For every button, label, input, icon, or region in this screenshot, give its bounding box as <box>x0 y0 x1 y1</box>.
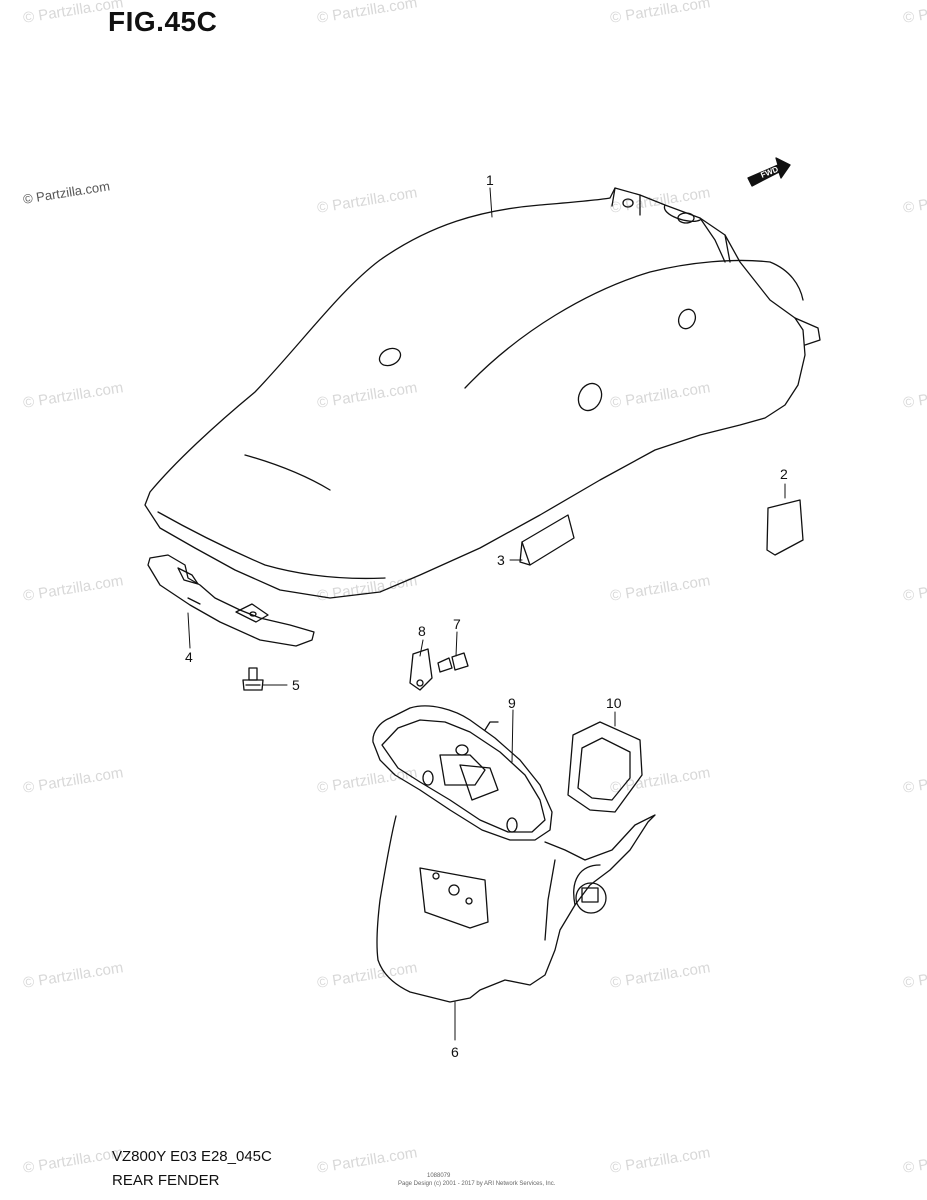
part-4-bracket <box>147 554 315 647</box>
part-label-1: 1 <box>486 172 494 188</box>
model-code: VZ800Y E03 E28_045C <box>112 1148 272 1165</box>
part-1-rear-fender <box>144 187 821 599</box>
part-2-pad <box>766 499 804 556</box>
part-10-grommet <box>567 721 643 813</box>
fwd-direction-arrow: FWD <box>747 157 791 187</box>
part-label-6: 6 <box>451 1044 459 1060</box>
part-8-clip-nut <box>409 648 433 691</box>
part-9-lamp-housing <box>372 705 553 841</box>
part-5-screw <box>242 667 264 691</box>
part-label-2: 2 <box>780 466 788 482</box>
credit-code: 1088079 <box>427 1173 451 1179</box>
credit-line: Page Design (c) 2001 - 2017 by ARI Netwo… <box>398 1181 556 1187</box>
part-6-license-bracket <box>376 814 656 1003</box>
leader-lines <box>187 187 786 1041</box>
part-label-9: 9 <box>508 695 516 711</box>
part-label-7: 7 <box>453 616 461 632</box>
part-label-5: 5 <box>292 677 300 693</box>
section-name: REAR FENDER <box>112 1172 220 1189</box>
part-label-3: 3 <box>497 552 505 568</box>
part-label-8: 8 <box>418 623 426 639</box>
part-7-bolt <box>437 652 469 673</box>
part-3-cushion <box>519 514 575 566</box>
part-label-10: 10 <box>606 695 622 711</box>
figure-title: FIG.45C <box>108 6 218 37</box>
part-label-4: 4 <box>185 649 193 665</box>
